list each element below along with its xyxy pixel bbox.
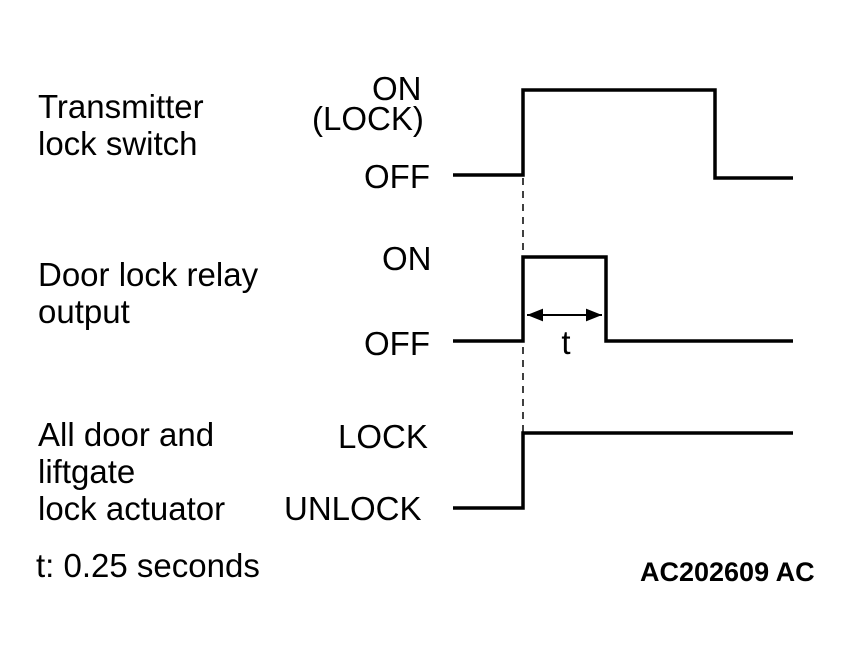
actuator-lock-label: LOCK <box>338 418 428 455</box>
transmitter-off-label: OFF <box>364 158 430 195</box>
relay-off-label: OFF <box>364 325 430 362</box>
waveform-transmitter-lock-switch <box>453 88 793 180</box>
waveform-lock-actuator <box>453 431 793 510</box>
transmitter-on-label: ON <box>372 70 422 107</box>
signal-name-door-lock-relay-output: Door lock relay output <box>38 256 259 330</box>
figure-id: AC202609 AC <box>640 557 815 587</box>
pulse-duration-note: t: 0.25 seconds <box>36 547 260 584</box>
transmitter-lock-sublabel: (LOCK) <box>312 100 424 137</box>
actuator-unlock-label: UNLOCK <box>284 490 422 527</box>
signal-name-transmitter-lock-switch: Transmitter lock switch <box>38 88 204 162</box>
pulse-duration-label: t <box>561 324 570 361</box>
relay-on-label: ON <box>382 240 432 277</box>
waveform-door-lock-relay-output <box>453 255 793 343</box>
signal-name-lock-actuator: All door and liftgate lock actuator <box>38 416 226 527</box>
